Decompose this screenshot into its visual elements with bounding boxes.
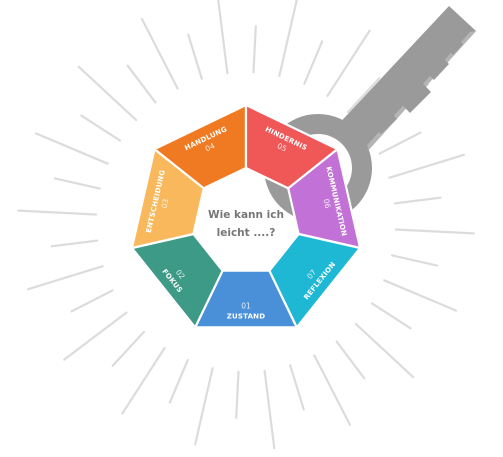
- light-ray: [393, 196, 442, 205]
- light-ray: [70, 289, 114, 313]
- center-question-line-2: leicht ....?: [217, 227, 276, 239]
- heptagon-segments: 01ZUSTAND02FOKUS03ENTSCHEIDUNG04HANDLUNG…: [130, 103, 362, 329]
- segment-number: 05: [276, 141, 289, 153]
- light-ray: [278, 0, 298, 77]
- light-ray: [326, 29, 371, 98]
- light-ray: [346, 77, 381, 114]
- light-rays: [17, 0, 475, 450]
- light-ray: [217, 0, 229, 75]
- light-ray: [383, 279, 458, 312]
- light-ray: [17, 209, 98, 216]
- light-ray: [27, 265, 104, 291]
- light-ray: [121, 346, 166, 415]
- light-ray: [111, 330, 146, 367]
- segment-number: 01: [241, 302, 251, 311]
- light-ray: [126, 64, 157, 104]
- light-ray: [77, 65, 138, 122]
- light-ray: [378, 131, 422, 155]
- light-ray: [168, 359, 189, 404]
- segment-label: ZUSTAND: [227, 313, 266, 321]
- light-ray: [53, 177, 101, 190]
- light-ray: [370, 302, 412, 330]
- light-ray: [80, 114, 122, 142]
- light-ray: [263, 369, 276, 450]
- key-tooth-4: [358, 96, 397, 134]
- light-ray: [194, 367, 214, 446]
- light-ray: [335, 340, 366, 380]
- key-tooth-3: [432, 23, 463, 55]
- segment-number: 03: [160, 198, 171, 210]
- light-ray: [63, 311, 128, 361]
- light-ray: [394, 228, 475, 235]
- light-ray: [50, 239, 99, 248]
- light-ray: [140, 18, 179, 90]
- segment-shape: [268, 232, 362, 329]
- light-ray: [303, 40, 324, 85]
- light-ray: [289, 364, 305, 411]
- light-ray: [235, 370, 240, 419]
- center-question-line-1: Wie kann ich: [208, 209, 284, 221]
- light-ray: [252, 25, 257, 74]
- light-ray: [391, 254, 439, 267]
- light-ray: [354, 322, 415, 379]
- segment-number: 06: [321, 198, 332, 210]
- light-ray: [313, 354, 352, 426]
- light-ray: [187, 33, 203, 80]
- key-tooth-1: [383, 64, 431, 113]
- segment-number: 04: [204, 141, 217, 153]
- key-tooth-2: [411, 41, 449, 80]
- light-ray: [388, 153, 465, 179]
- light-ray: [34, 132, 109, 165]
